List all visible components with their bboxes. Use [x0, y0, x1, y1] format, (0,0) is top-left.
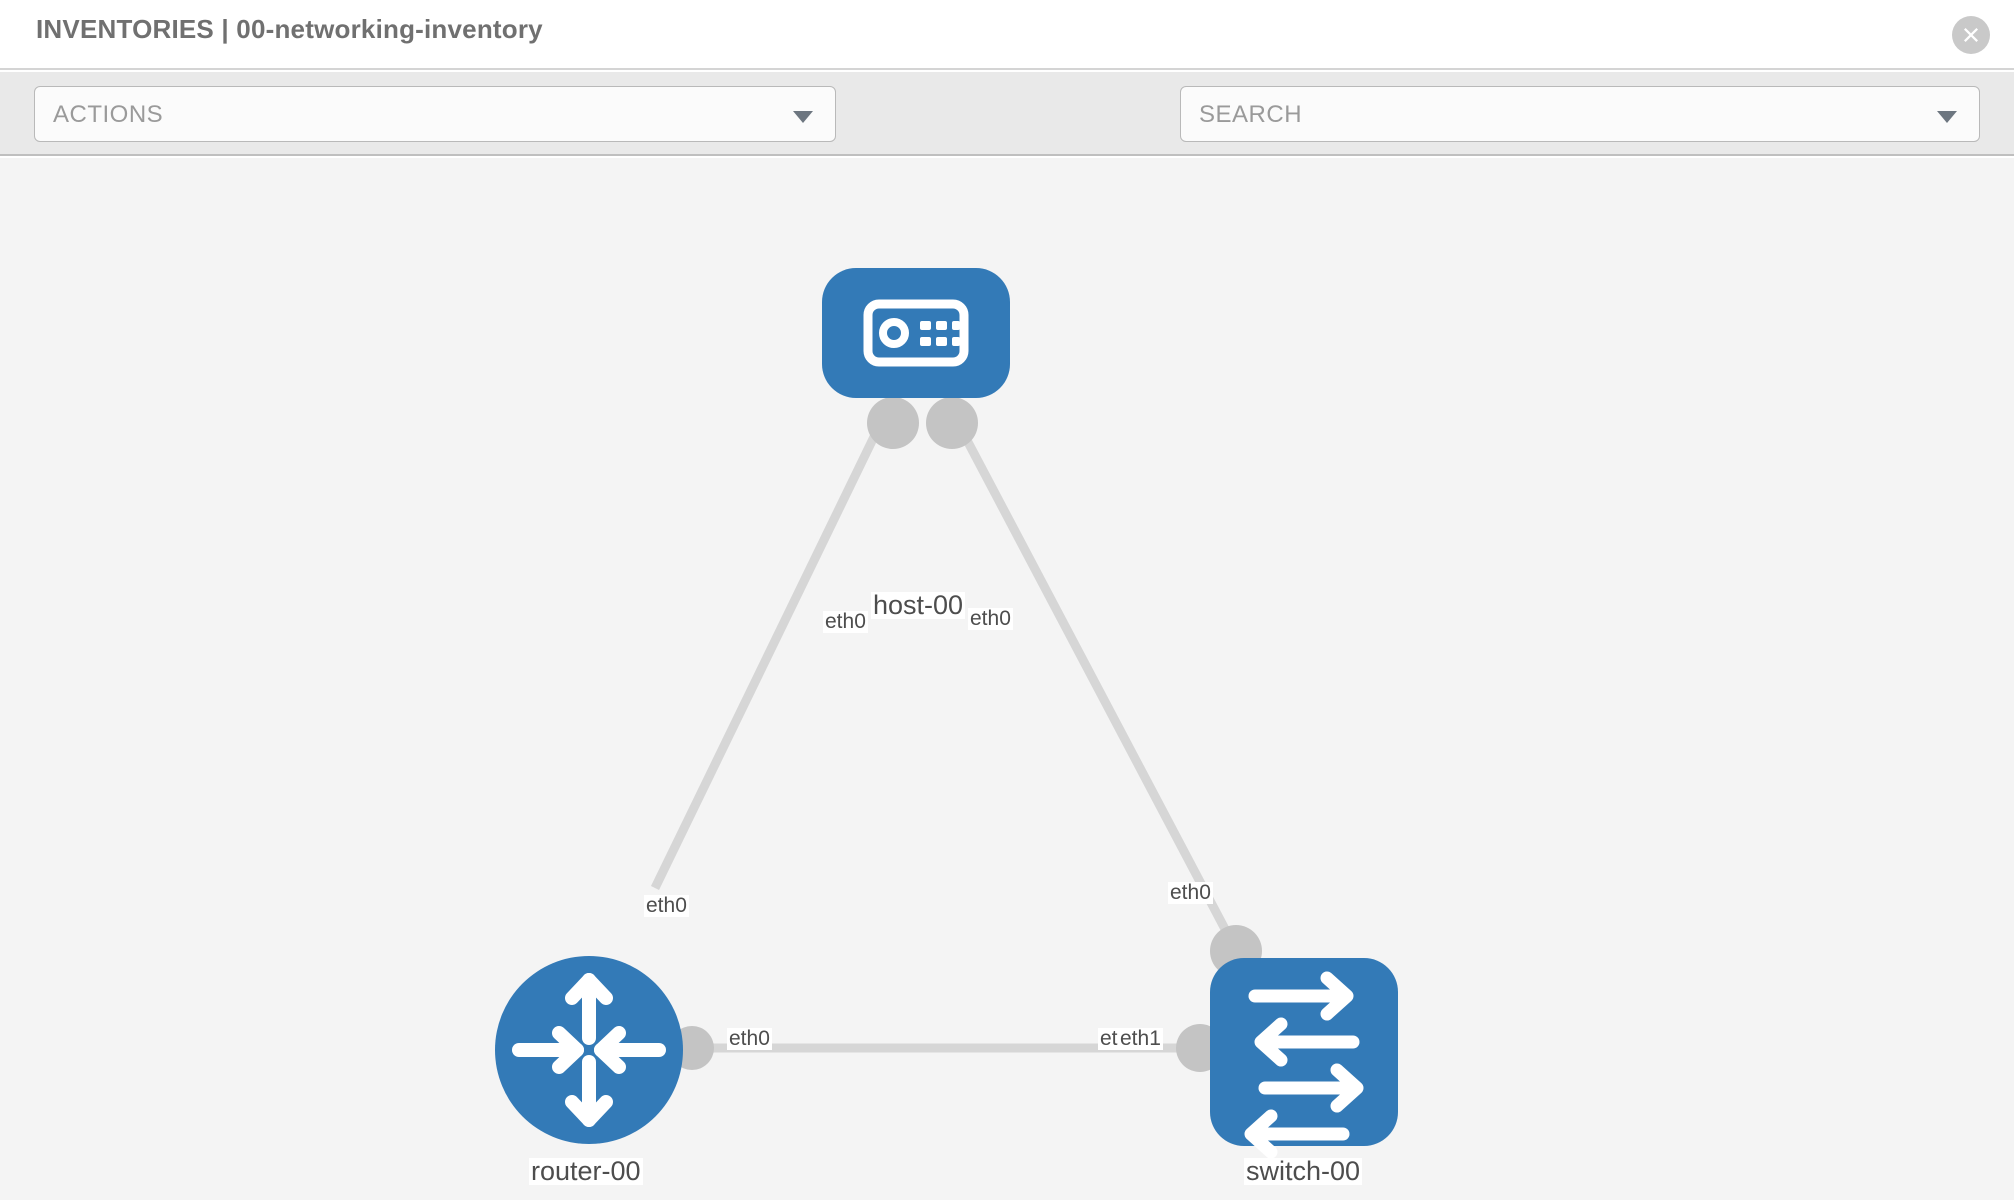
toolbar: ACTIONS SEARCH [0, 72, 2014, 202]
topology-graph [495, 268, 1398, 1159]
node-router-00[interactable] [495, 956, 683, 1144]
iface-label-switch-left: eth1 [1118, 1027, 1163, 1051]
iface-label-host-left: eth0 [823, 610, 868, 634]
node-label-switch-00: switch-00 [1244, 1156, 1363, 1186]
close-glyph [1964, 28, 1978, 42]
page-header: INVENTORIES | 00-networking-inventory [0, 0, 2014, 70]
search-input[interactable]: SEARCH [1180, 86, 1980, 142]
actions-dropdown-label: ACTIONS [53, 101, 164, 128]
router-arrows-icon [512, 973, 666, 1127]
iface-label-router-up: eth0 [644, 894, 689, 918]
host-node-shape [822, 268, 1010, 398]
switch-node-shape [1210, 958, 1398, 1146]
port-host-right[interactable] [926, 397, 978, 449]
iface-label-router-right: eth0 [727, 1027, 772, 1051]
actions-dropdown[interactable]: ACTIONS [34, 86, 836, 142]
node-switch-00[interactable] [1210, 958, 1398, 1159]
close-icon[interactable] [1952, 16, 1990, 54]
switch-arrows-icon [1244, 971, 1364, 1159]
node-host-00[interactable] [822, 268, 1010, 398]
port-host-left[interactable] [867, 397, 919, 449]
iface-label-switch-up: eth0 [1168, 881, 1213, 905]
router-node-shape [495, 956, 683, 1144]
node-label-host-00: host-00 [871, 590, 966, 620]
page-title: INVENTORIES | 00-networking-inventory [36, 14, 543, 44]
server-icon [863, 299, 969, 367]
iface-label-host-right: eth0 [968, 607, 1013, 631]
search-placeholder: SEARCH [1199, 101, 1303, 128]
link-host-router[interactable] [650, 406, 893, 890]
chevron-down-icon [793, 111, 813, 123]
topology-canvas[interactable]: host-00 router-00 switch-00 eth0 eth0 et… [0, 158, 2014, 1200]
link-host-switch[interactable] [946, 405, 1239, 951]
chevron-down-icon[interactable] [1937, 111, 1957, 123]
node-label-router-00: router-00 [529, 1156, 643, 1186]
